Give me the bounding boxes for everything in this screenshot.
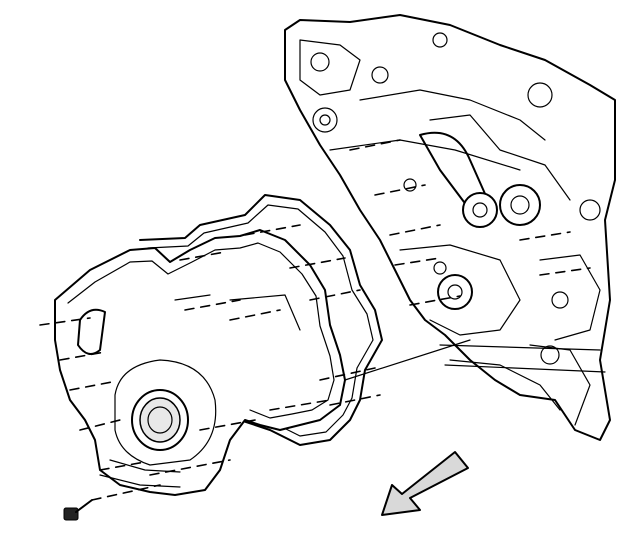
front-direction-arrow-icon xyxy=(381,451,469,516)
front-cover xyxy=(54,229,346,496)
alignment-lines xyxy=(39,139,591,476)
front-cover-bolt xyxy=(63,484,161,521)
front-cover-gasket xyxy=(139,194,383,446)
engine-block xyxy=(284,14,616,441)
